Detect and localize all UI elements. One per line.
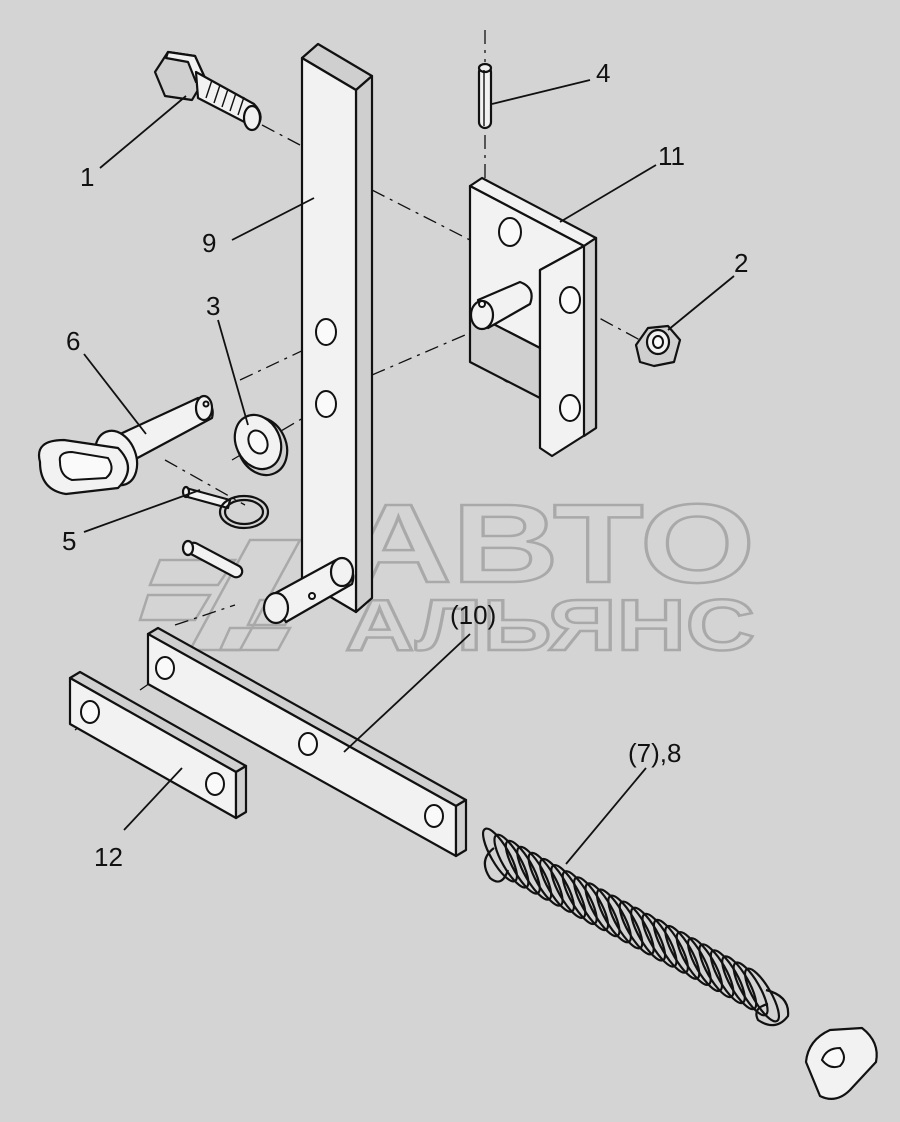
part-pin-on-bar xyxy=(181,539,355,625)
callout-3: 3 xyxy=(206,291,220,321)
part-5-lynch-pin xyxy=(181,485,270,530)
part-9-vertical-bar xyxy=(300,42,374,614)
spring-coil xyxy=(573,876,610,932)
callout-12: 12 xyxy=(94,842,123,872)
callout-7-8: (7),8 xyxy=(628,738,681,768)
spring-coil xyxy=(527,851,564,907)
spring-coil xyxy=(732,961,769,1017)
spring-coil xyxy=(561,870,598,926)
callout-1: 1 xyxy=(80,162,94,192)
callout-9: 9 xyxy=(202,228,216,258)
spring-hook-left xyxy=(483,847,510,883)
part-11-angle-bracket xyxy=(468,176,598,458)
spring-coil xyxy=(664,924,701,980)
watermark-logo: АВТО АЛЬЯНС xyxy=(138,480,756,667)
leader-lines xyxy=(83,79,735,865)
watermark-line-2: АЛЬЯНС xyxy=(345,586,755,666)
callout-11: 11 xyxy=(658,141,685,171)
spring-coil xyxy=(481,827,519,883)
spring-coil xyxy=(607,894,644,950)
part-8-tension-spring xyxy=(481,827,790,1027)
part-12-short-link-bar xyxy=(68,670,248,820)
spring-coil xyxy=(618,900,655,956)
spring-coil xyxy=(686,937,724,993)
spring-coil xyxy=(584,882,621,938)
spring-coil xyxy=(550,864,587,919)
part-1-hex-bolt xyxy=(153,50,262,132)
spring-coil xyxy=(516,845,553,901)
spring-coil xyxy=(698,943,735,999)
callout-10: (10) xyxy=(450,600,496,630)
spring-coil xyxy=(652,918,689,974)
part-2-hex-nut xyxy=(634,324,682,368)
spring-coil xyxy=(721,955,758,1011)
callout-6: 6 xyxy=(66,326,80,356)
part-4-roll-pin xyxy=(477,62,493,130)
spring-coil xyxy=(538,857,576,913)
spring-hook-right xyxy=(755,988,790,1027)
callout-4: 4 xyxy=(596,58,610,88)
spring-coil xyxy=(641,912,678,968)
watermark-line-1: АВТО xyxy=(345,481,755,606)
part-10-long-link-bar xyxy=(146,626,468,858)
part-3-washer xyxy=(233,413,289,477)
callout-5: 5 xyxy=(62,526,76,556)
part-6-handle-pin xyxy=(37,394,214,496)
spring-coil xyxy=(630,906,667,962)
spring-coil xyxy=(595,888,632,944)
callout-labels: 1 2 3 4 5 6 9 (10) 11 12 (7),8 xyxy=(62,58,748,872)
spring-end-clip xyxy=(804,1026,878,1101)
spring-coil xyxy=(504,839,541,895)
spring-coil xyxy=(709,949,746,1005)
spring-coil xyxy=(493,833,530,889)
callout-2: 2 xyxy=(734,248,748,278)
spring-coil xyxy=(675,931,712,986)
